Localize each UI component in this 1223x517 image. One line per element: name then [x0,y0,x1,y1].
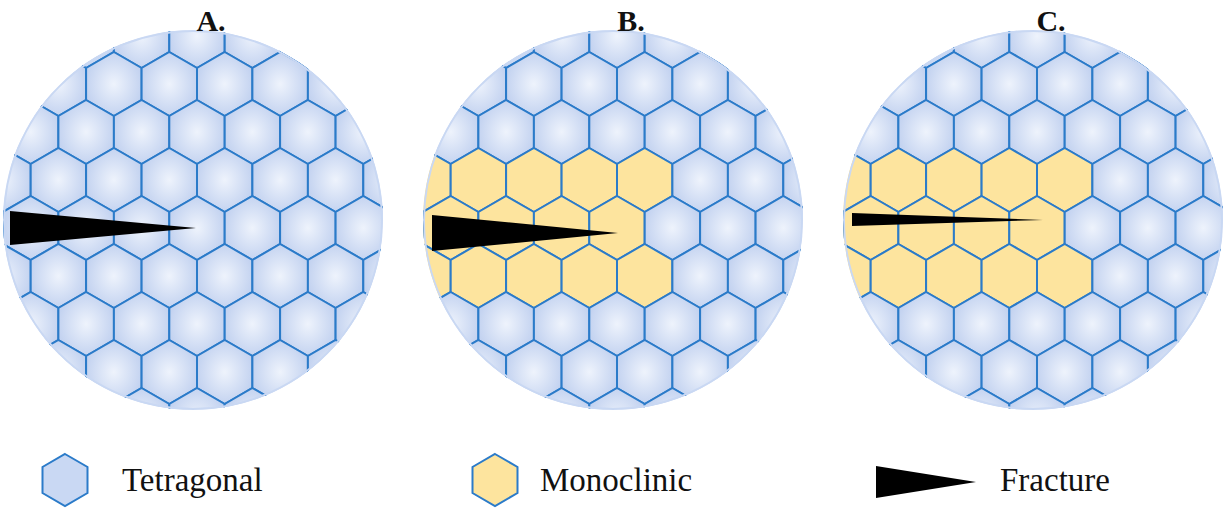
fracture-wedge [10,211,196,245]
circle-rim [4,31,382,409]
panel-label: A. [196,6,225,36]
tetragonal-grain [1065,388,1120,452]
tetragonal-grain [114,388,169,452]
tetragonal-grain [645,388,700,452]
tetragonal-grain [169,388,224,452]
legend-fracture-sample [874,462,978,502]
tetragonal-grain [31,340,86,404]
panel-label: B. [617,6,645,36]
circle-ground [843,30,1223,410]
tetragonal-grain [871,340,926,404]
legend-swatch [470,452,520,508]
monoclinic-grain [368,196,423,260]
legend-label: Fracture [1000,464,1110,497]
tetragonal-grain [589,388,644,452]
circle-ground [423,30,803,410]
tetragonal-grain [1148,340,1203,404]
grain-circle [788,4,1223,452]
tetragonal-grain [783,244,838,308]
tetragonal-grain [0,196,3,260]
tetragonal-grain [1176,292,1223,356]
legend-swatch [40,452,90,508]
legend-label: Monoclinic [540,464,692,497]
circle-rim [424,31,802,409]
circle-ground [3,30,383,410]
tetragonal-grain [451,340,506,404]
tetragonal-grain [954,388,1009,452]
grain-circle [0,4,419,452]
tetragonal-grain [728,340,783,404]
panel-label: C. [1036,6,1065,36]
tetragonal-grain [225,388,280,452]
legend-label: Tetragonal [122,464,263,497]
fracture-wedge [432,215,618,251]
tetragonal-grain [843,292,898,356]
tetragonal-grain [534,388,589,452]
grain-circle [368,4,839,452]
tetragonal-grain [1009,388,1064,452]
tetragonal-grain [363,244,418,308]
tetragonal-grain [308,340,363,404]
fracture-wedge [852,213,1043,226]
tetragonal-grain [423,292,478,356]
tetragonal-grain [3,292,58,356]
circle-rim [844,31,1222,409]
monoclinic-grain [788,196,843,260]
